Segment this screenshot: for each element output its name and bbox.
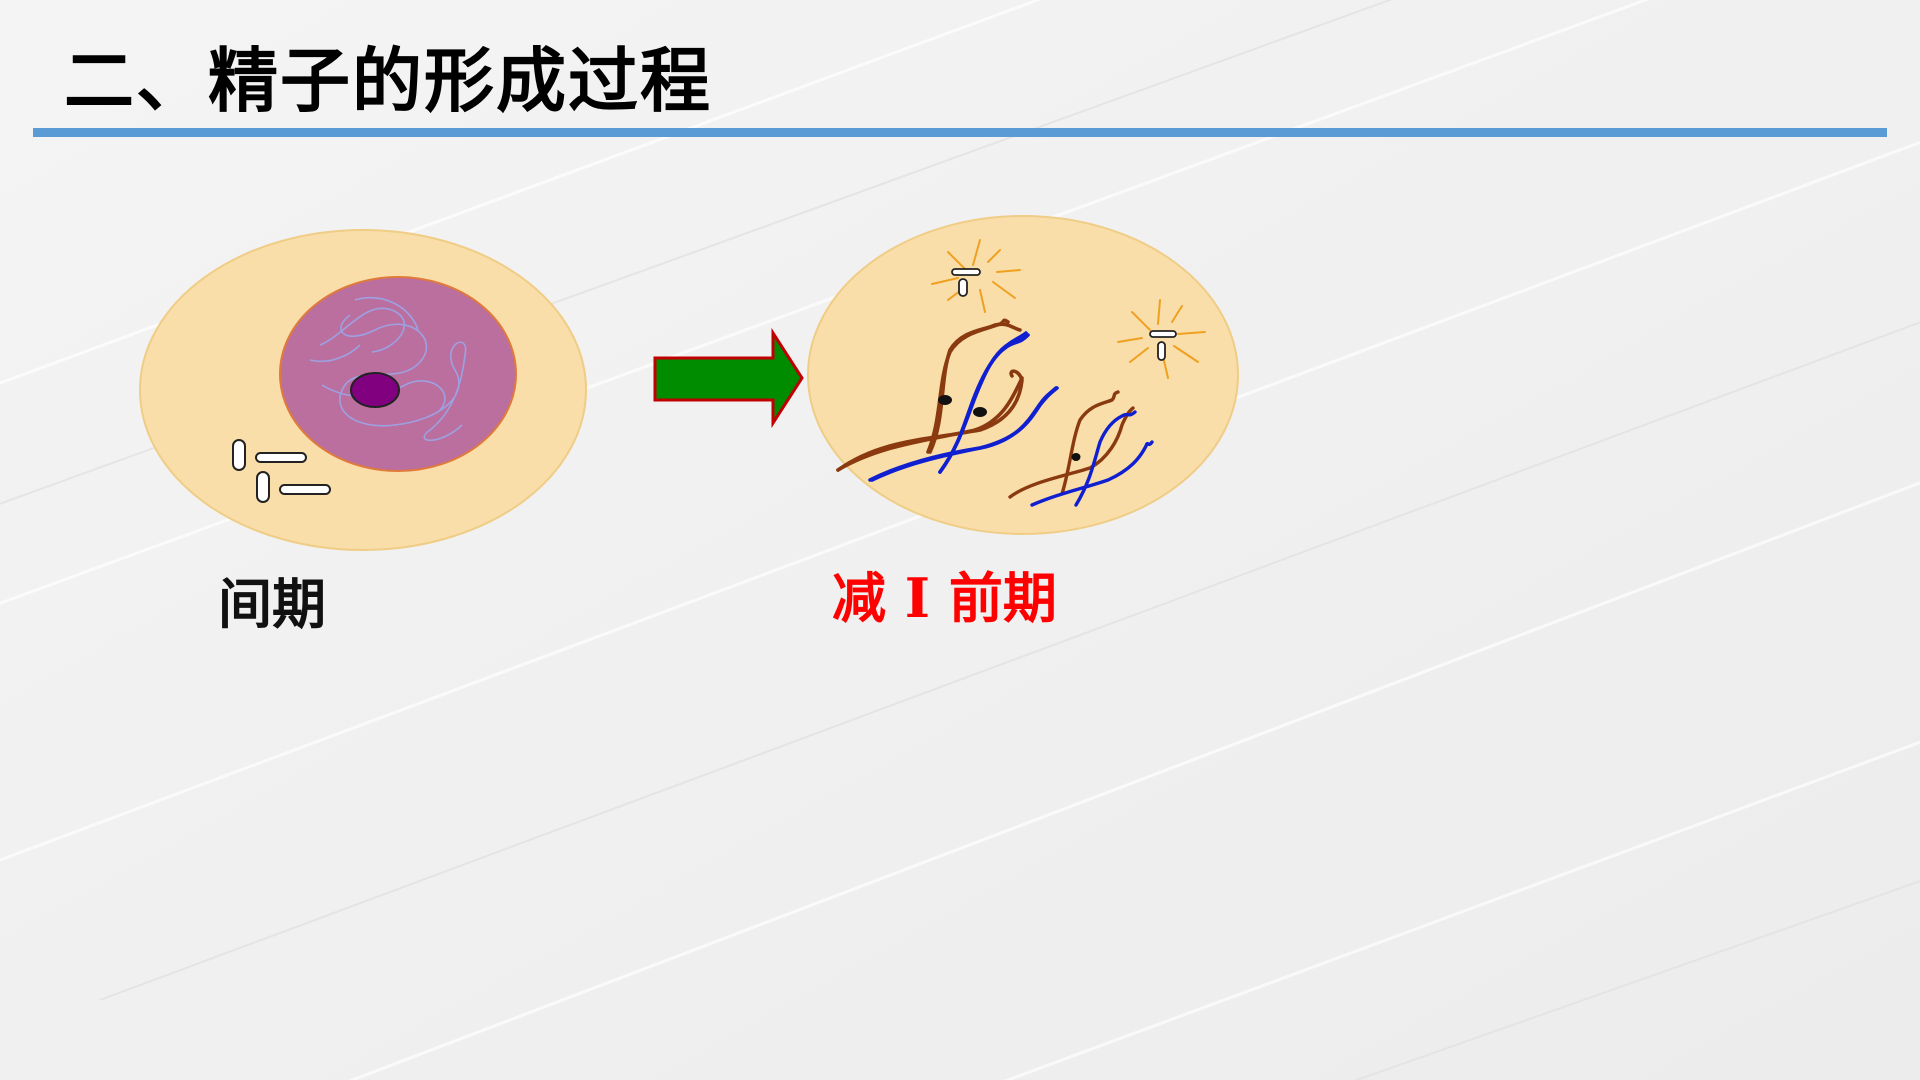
nucleolus <box>350 372 400 408</box>
aster-right <box>1117 299 1206 379</box>
interphase-cell <box>139 229 587 551</box>
title-underline <box>33 128 1887 137</box>
stage-label-interphase: 间期 <box>218 573 326 636</box>
centromere <box>938 395 952 405</box>
prophase-cell <box>807 215 1239 535</box>
paternal-chromatid <box>1060 390 1120 496</box>
centriole-pair-icon <box>951 268 981 297</box>
tetrad-large-strands <box>836 318 1058 482</box>
maternal-chromatid <box>938 331 1028 474</box>
centromere <box>973 407 987 417</box>
maternal-chromatid <box>870 386 1058 482</box>
paternal-chromatid <box>836 376 1024 472</box>
chromatin-threads <box>309 296 467 441</box>
paternal-chromatid <box>836 369 1024 472</box>
slide-title: 二、精子的形成过程 <box>64 40 712 122</box>
maternal-chromatid <box>1074 410 1137 507</box>
prophase-cytoplasm <box>807 215 1239 535</box>
centriole-pair-icon <box>232 439 331 503</box>
centromere <box>1071 453 1081 461</box>
maternal-chromatid <box>1030 440 1154 507</box>
paternal-chromatid <box>926 318 1010 454</box>
centriole-pair-icon <box>1149 330 1177 361</box>
process-arrow-icon <box>653 327 804 429</box>
stage-label-meiosis-i-prophase: 减 I 前期 <box>832 566 1057 630</box>
tetrad-small <box>1008 390 1154 507</box>
